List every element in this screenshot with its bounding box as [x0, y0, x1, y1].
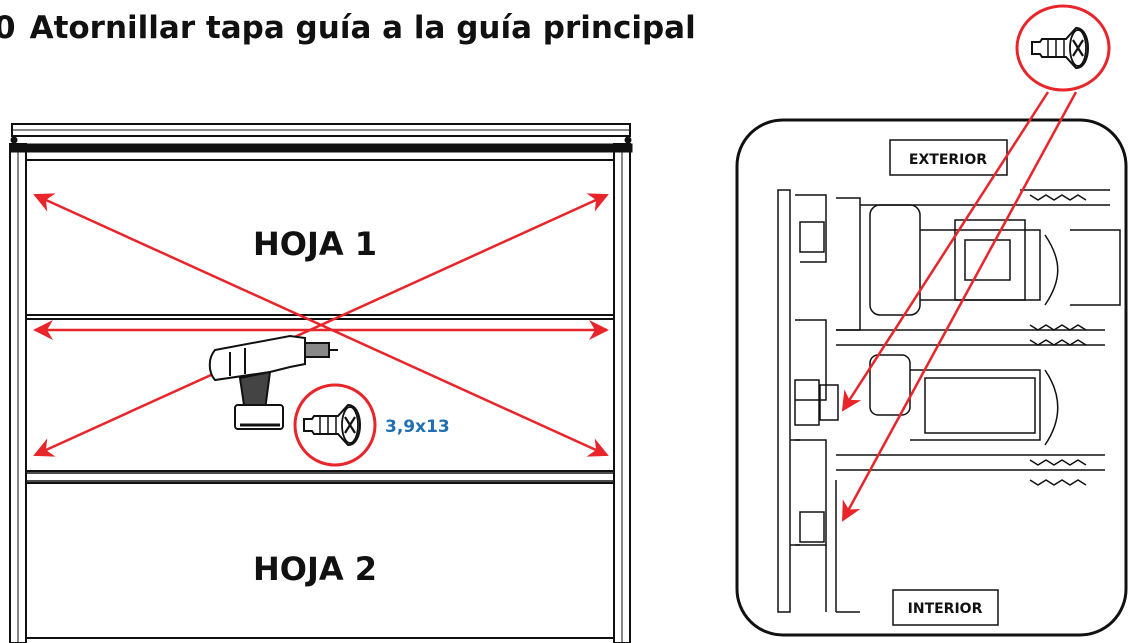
step-title: Atornillar tapa guía a la guía principal — [29, 10, 696, 46]
page-title: 0 Atornillar tapa guía a la guía principa… — [0, 10, 696, 46]
profile-section — [777, 189, 1121, 613]
exterior-box — [889, 139, 1008, 176]
detail-arrows — [841, 91, 1078, 522]
hoja2-label: HOJA 2 — [253, 550, 377, 588]
screw-icon — [293, 383, 377, 467]
drill-icon — [208, 334, 338, 430]
step-number: 0 — [0, 10, 16, 46]
interior-label: INTERIOR — [908, 601, 983, 617]
screw-size-label: 3,9x13 — [385, 417, 450, 437]
exterior-label: EXTERIOR — [909, 152, 987, 168]
detail-screw-icon — [1015, 4, 1111, 92]
interior-box — [892, 589, 999, 626]
hoja1-label: HOJA 1 — [253, 225, 377, 263]
screw-location-arrows — [33, 193, 609, 457]
detail-panel — [735, 118, 1128, 637]
